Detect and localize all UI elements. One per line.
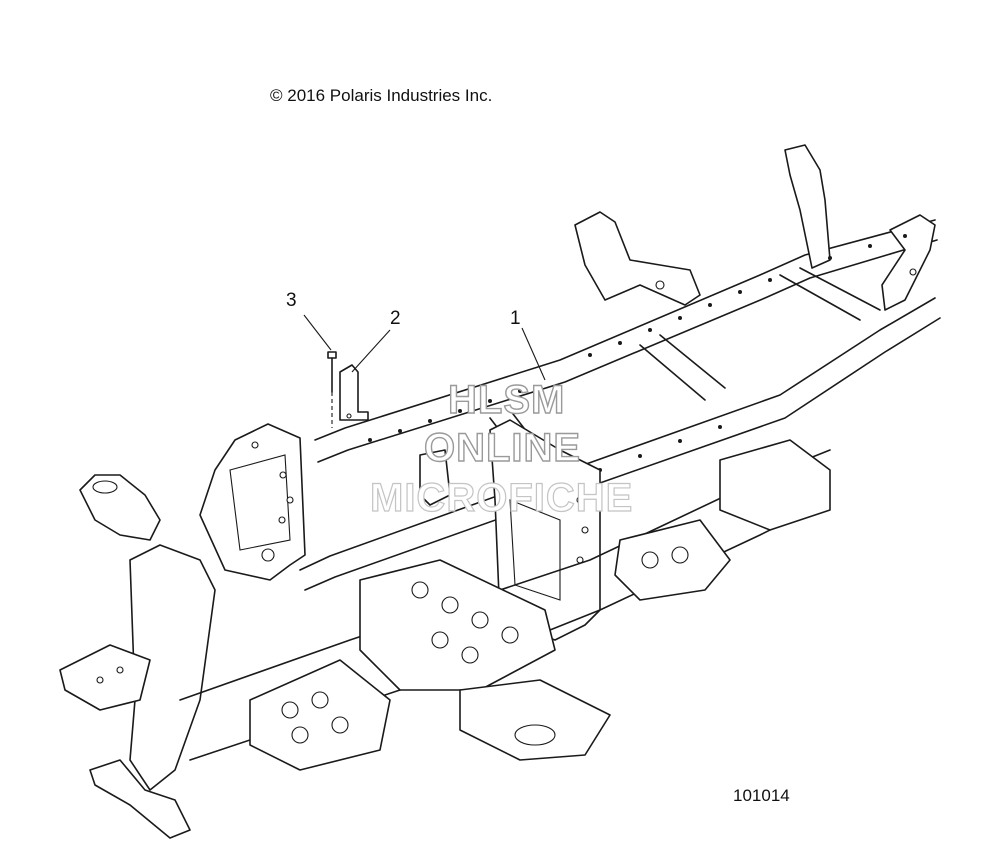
callout-2: 2	[390, 308, 401, 329]
rail-holes	[368, 234, 907, 472]
watermark-line-1: HLSM	[447, 377, 566, 422]
watermark-line-2: ONLINE	[423, 425, 582, 470]
rear-uprights	[574, 144, 936, 311]
screw-part	[327, 351, 337, 428]
copyright-text: © 2016 Polaris Industries Inc.	[270, 86, 493, 105]
leader-lines	[303, 314, 546, 381]
callout-3: 3	[286, 290, 297, 311]
watermark-line-3: MICROFICHE	[369, 475, 634, 520]
bracket-part	[339, 364, 369, 421]
callout-1: 1	[510, 308, 521, 329]
lower-frame	[179, 439, 831, 771]
front-bracket	[59, 474, 216, 839]
figure-id: 101014	[733, 786, 790, 805]
front-tower	[199, 423, 306, 581]
